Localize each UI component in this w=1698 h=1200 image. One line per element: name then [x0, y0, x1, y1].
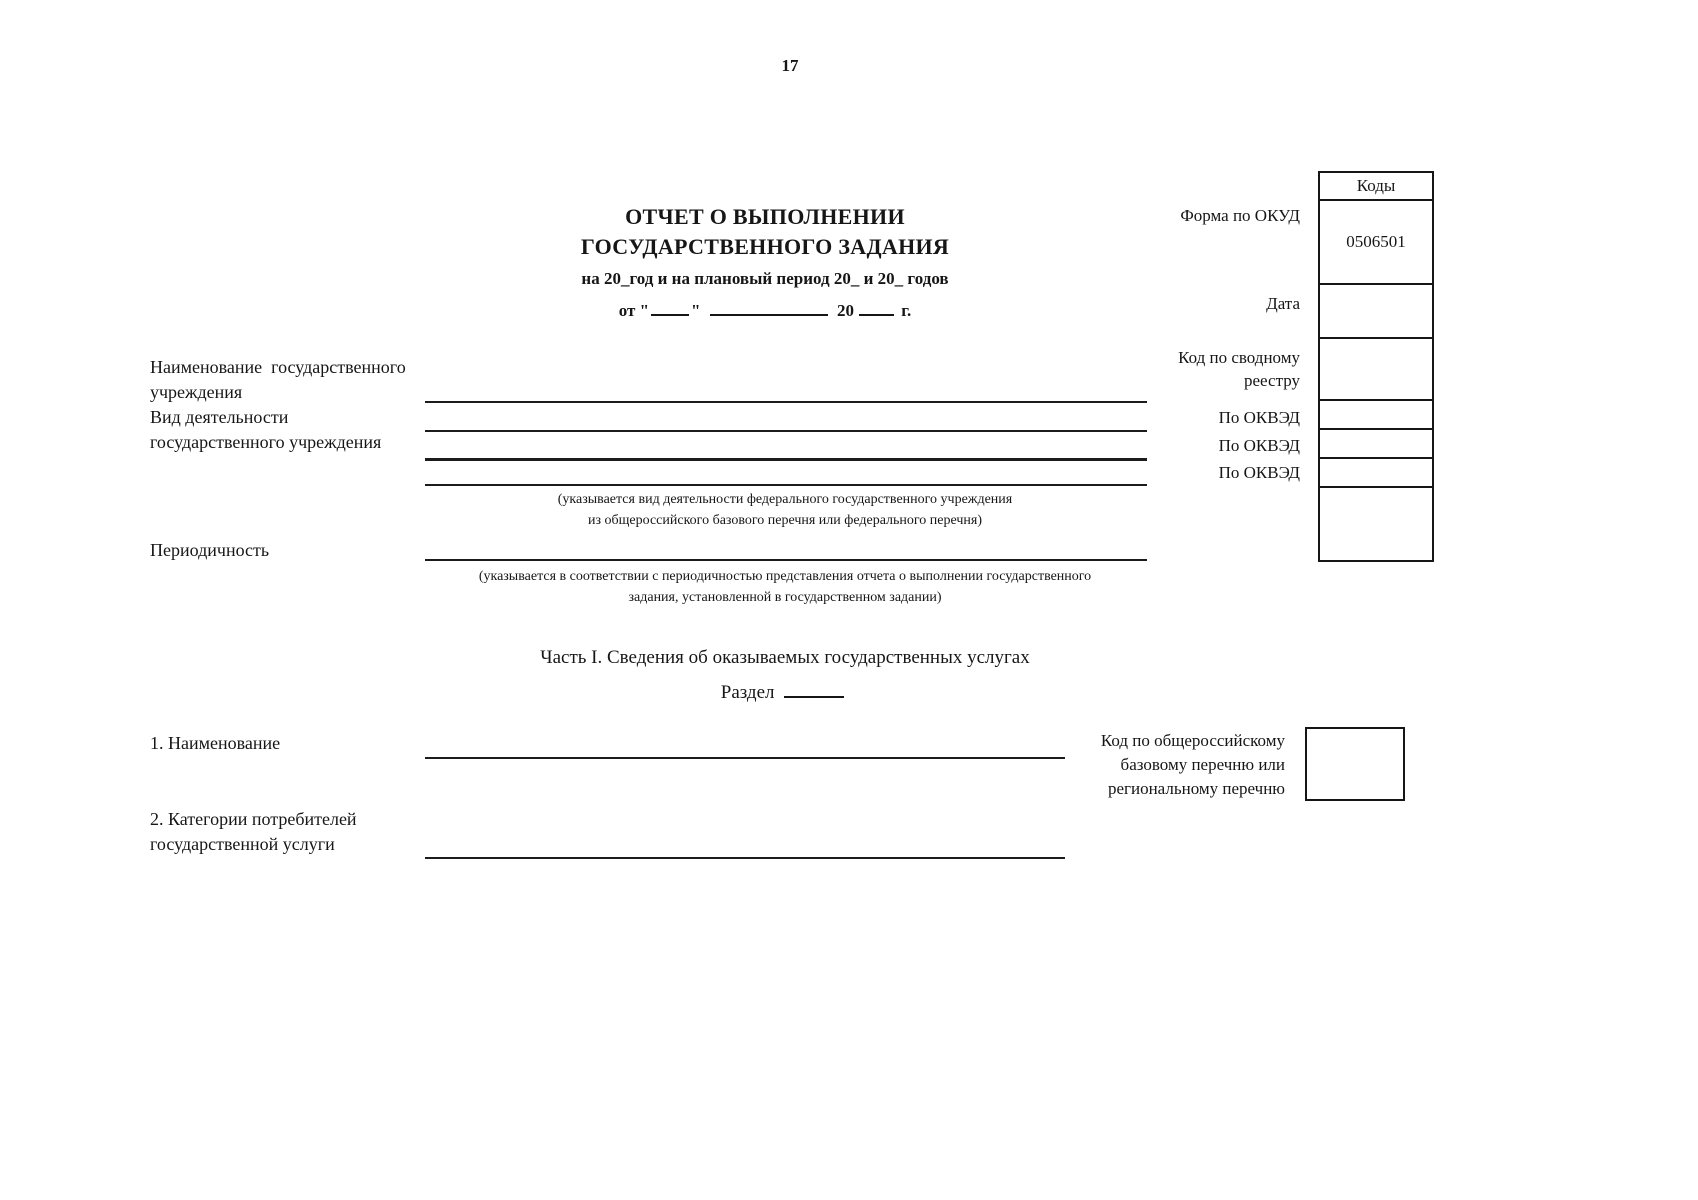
form-subtitle: на 20_год и на плановый период 20_ и 20_… — [581, 269, 949, 288]
item2-consumers-label-line2: государственной услуги — [150, 834, 335, 854]
part1-title: Часть I. Сведения об оказываемых государ… — [540, 647, 1030, 668]
item2-fill-line — [425, 857, 1065, 859]
form-title-line2: ГОСУДАРСТВЕННОГО ЗАДАНИЯ — [580, 234, 950, 259]
okud-code-value: 0506501 — [1346, 232, 1406, 251]
institution-name-label-line1: Наименование государственного — [150, 357, 406, 377]
activity-note: (указывается вид деятельности федерально… — [430, 489, 1140, 531]
institution-name-label-line2: учреждения — [150, 382, 243, 402]
okved-label-2: По ОКВЭД — [1218, 436, 1300, 455]
date-year-prefix: 20 — [836, 301, 854, 320]
activity-type-label-line2: государственного учреждения — [150, 432, 382, 452]
activity-note-line2: из общероссийского базового перечня или … — [587, 513, 983, 528]
date-suffix: г. — [901, 301, 912, 320]
okved-code-cell-1 — [1320, 401, 1432, 430]
code-ref-label-line1: Код по общероссийскому — [1100, 731, 1285, 750]
empty-code-cell — [1320, 488, 1432, 560]
periodicity-label: Периодичность — [150, 540, 270, 560]
registry-code-cell — [1320, 339, 1432, 401]
okud-form-label: Форма по ОКУД — [1180, 206, 1300, 225]
section-row: Раздел — [430, 678, 1140, 706]
date-code-cell — [1320, 285, 1432, 339]
section-label: Раздел — [720, 681, 775, 703]
okved-code-cell-3 — [1320, 459, 1432, 488]
section-number-blank — [784, 678, 845, 698]
okud-code-cell: 0506501 — [1320, 201, 1432, 285]
codes-header-cell: Коды — [1320, 173, 1432, 201]
periodicity-note: (указывается в соответствии с периодично… — [430, 566, 1140, 608]
codes-table: Коды 0506501 — [1318, 171, 1434, 562]
code-ref-label-line3: региональному перечню — [1107, 779, 1285, 798]
activity-type-fill-line-3 — [425, 484, 1147, 486]
activity-type-label-line1: Вид деятельности — [150, 407, 289, 427]
periodicity-note-line2: задания, установленной в государственном… — [628, 590, 942, 605]
date-quote: " — [691, 301, 701, 320]
activity-type-fill-line-2 — [425, 458, 1147, 461]
okved-code-cell-2 — [1320, 430, 1432, 459]
service-code-box — [1305, 727, 1405, 801]
codes-header-label: Коды — [1356, 176, 1396, 195]
date-code-label: Дата — [1266, 294, 1300, 313]
periodicity-fill-line — [425, 559, 1147, 561]
form-date-line: от " " 20 г. — [400, 296, 1130, 326]
periodicity-note-line1: (указывается в соответствии с периодично… — [478, 569, 1092, 584]
item1-fill-line — [425, 757, 1065, 759]
date-day-blank — [651, 298, 690, 316]
registry-code-label-line1: Код по сводному — [1178, 348, 1300, 367]
institution-name-fill-line — [425, 401, 1147, 403]
code-ref-label-line2: базовому перечню или — [1120, 755, 1285, 774]
form-title-block: ОТЧЕТ О ВЫПОЛНЕНИИ ГОСУДАРСТВЕННОГО ЗАДА… — [400, 202, 1130, 326]
page-number: 17 — [781, 56, 799, 75]
date-prefix: от " — [618, 301, 650, 320]
item2-consumers-label-line1: 2. Категории потребителей — [150, 809, 357, 829]
date-year-blank — [858, 298, 894, 316]
okved-label-3: По ОКВЭД — [1218, 463, 1300, 482]
okved-label-1: По ОКВЭД — [1218, 408, 1300, 427]
activity-note-line1: (указывается вид деятельности федерально… — [557, 492, 1013, 507]
form-title-line1: ОТЧЕТ О ВЫПОЛНЕНИИ — [625, 204, 905, 229]
activity-type-fill-line-1 — [425, 430, 1147, 432]
date-month-blank — [709, 298, 828, 316]
registry-code-label-line2: реестру — [1244, 371, 1300, 390]
item1-name-label: 1. Наименование — [150, 733, 281, 753]
